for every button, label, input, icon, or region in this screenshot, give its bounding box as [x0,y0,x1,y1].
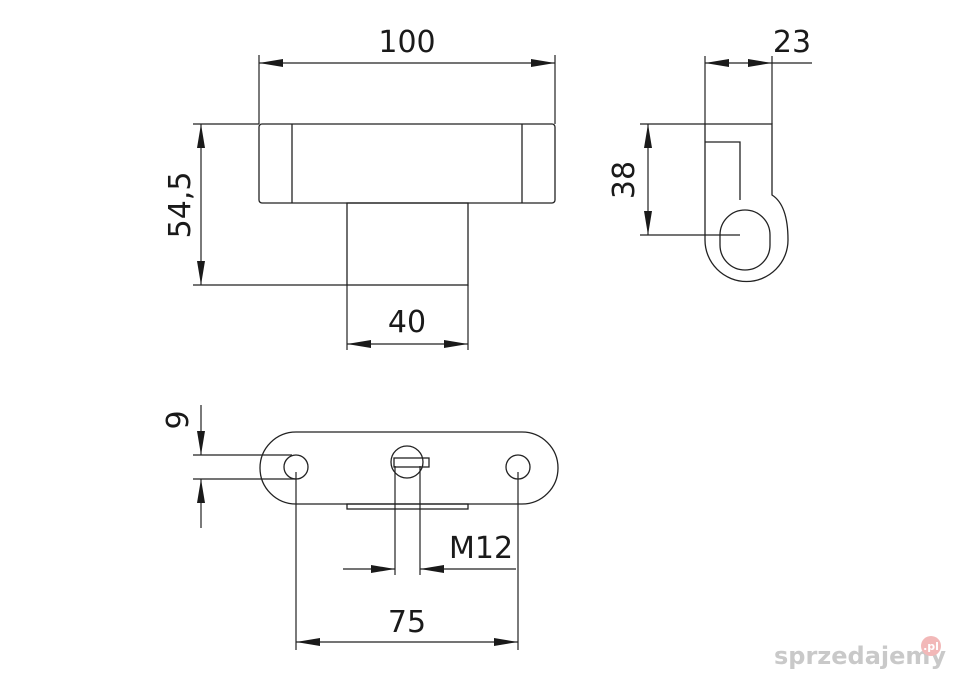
dim-m12-label: M12 [449,531,513,566]
dim-75-arrow-right [494,638,518,646]
top-view: 9 M12 75 [161,405,559,650]
front-view: 100 54,5 40 [163,25,556,350]
dim-23-arrow-right [748,59,772,67]
dim-75-arrow-left [296,638,320,646]
side-inner-step [705,141,741,200]
dim-100-label: 100 [378,25,435,60]
dim-m12-arrow-left [371,565,395,573]
dim-54-5-arrow-top [197,124,205,148]
dim-100-arrow-left [259,59,283,67]
side-profile [704,123,789,283]
dim-54-5-label: 54,5 [163,172,198,239]
dim-100-arrow-right [531,59,555,67]
top-under-block [346,503,469,510]
dim-38-label: 38 [607,161,642,199]
side-view: 23 38 [607,25,812,283]
front-top-plate [258,123,556,204]
dim-38-arrow-top [644,124,652,148]
center-screw-head [390,445,424,479]
side-slot-hole [719,209,771,271]
watermark: sprzedajemy .pl [774,636,946,670]
dim-75-label: 75 [388,605,426,640]
watermark-badge-text: .pl [923,640,939,653]
top-plate [259,431,559,505]
watermark-badge [921,636,941,656]
dim-23-label: 23 [773,25,811,60]
dim-m12-arrow-right [420,565,444,573]
dim-40-arrow-left [347,340,371,348]
dim-9-arrow-bottom [197,479,205,503]
dim-38-arrow-bottom [644,211,652,235]
dim-40-arrow-right [444,340,468,348]
watermark-text: sprzedajemy [774,642,946,670]
screw-slot [393,457,430,468]
dim-23-arrow-left [705,59,729,67]
dim-40-label: 40 [388,305,426,340]
dim-54-5-arrow-bottom [197,261,205,285]
front-lower-block [346,202,469,286]
dim-9-label: 9 [161,410,196,429]
dim-9-arrow-top [197,431,205,455]
